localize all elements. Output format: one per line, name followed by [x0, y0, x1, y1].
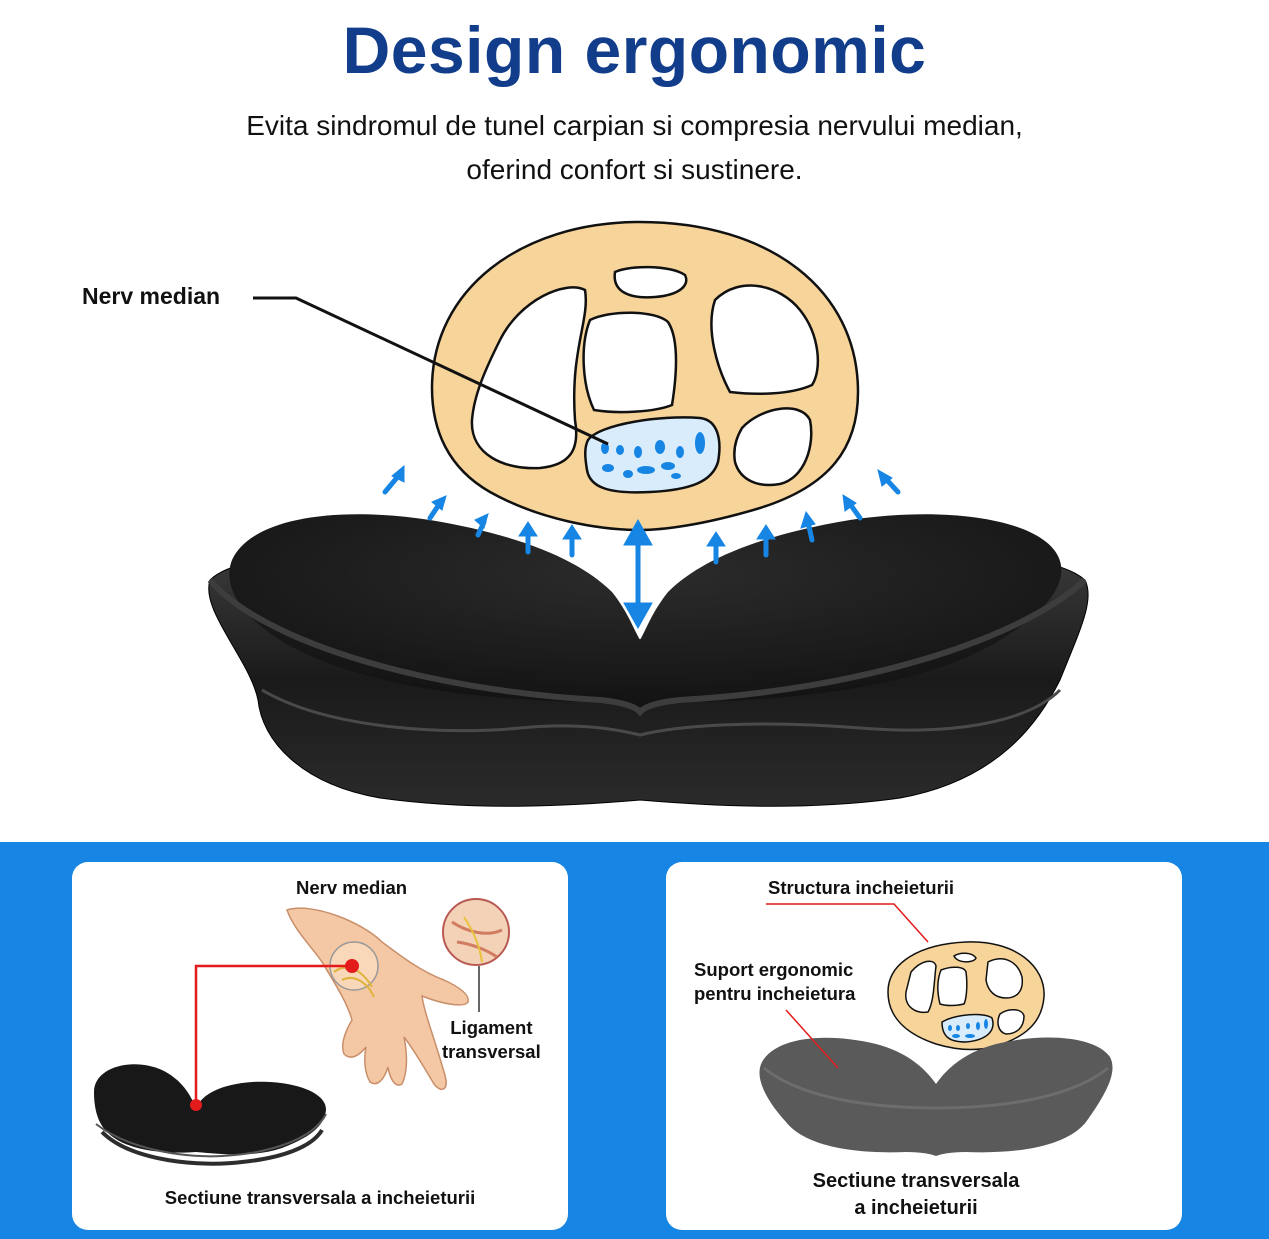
page-title: Design ergonomic [342, 13, 927, 87]
small-wrist-pad [94, 1064, 327, 1166]
page-subtitle: Evita sindromul de tunel carpian si comp… [0, 104, 1269, 192]
red-dot-pad [190, 1099, 202, 1111]
card-left: Nerv median Ligament transversal Sectiun… [72, 862, 568, 1230]
red-dot-hand [345, 959, 359, 973]
caption-line-2: a incheieturii [854, 1197, 978, 1219]
pressure-arrows [382, 464, 901, 630]
support-line-1: Suport ergonomic [694, 959, 854, 980]
wrist-cross-section [430, 220, 860, 532]
nerve-leader-line [253, 296, 609, 446]
support-leader-line [785, 1009, 839, 1069]
structure-leader-line [766, 903, 929, 943]
ligament-line-2: transversal [442, 1041, 541, 1062]
subtitle-line-2: oferind confort si sustinere. [466, 154, 803, 185]
left-nerve-label: Nerv median [296, 877, 408, 898]
card-right: Structura incheieturii Suport ergonomic … [666, 862, 1182, 1230]
right-caption: Sectiune transversala a incheieturii [666, 1168, 1166, 1222]
ligament-line-1: Ligament [450, 1017, 533, 1038]
right-card-illustration [759, 903, 1113, 1156]
left-card-illustration [94, 898, 510, 1166]
left-caption: Sectiune transversala a incheieturii [164, 1187, 476, 1208]
main-illustration [207, 220, 1089, 807]
caption-line-1: Sectiune transversala [812, 1170, 1020, 1192]
subtitle-line-1: Evita sindromul de tunel carpian si comp… [246, 110, 1023, 141]
support-label: Suport ergonomic pentru incheietura [694, 958, 855, 1006]
structure-label: Structura incheieturii [768, 877, 955, 898]
wrist-rest-pad [207, 514, 1089, 807]
left-ligament-label: Ligament transversal [442, 1016, 541, 1064]
small-wrist-cross-section [887, 941, 1045, 1051]
nerve-bundles [601, 432, 705, 479]
red-leader-line [194, 964, 352, 1104]
grey-wrist-pad [759, 1037, 1113, 1156]
support-line-2: pentru incheietura [694, 983, 856, 1004]
nerve-label: Nerv median [82, 283, 221, 309]
